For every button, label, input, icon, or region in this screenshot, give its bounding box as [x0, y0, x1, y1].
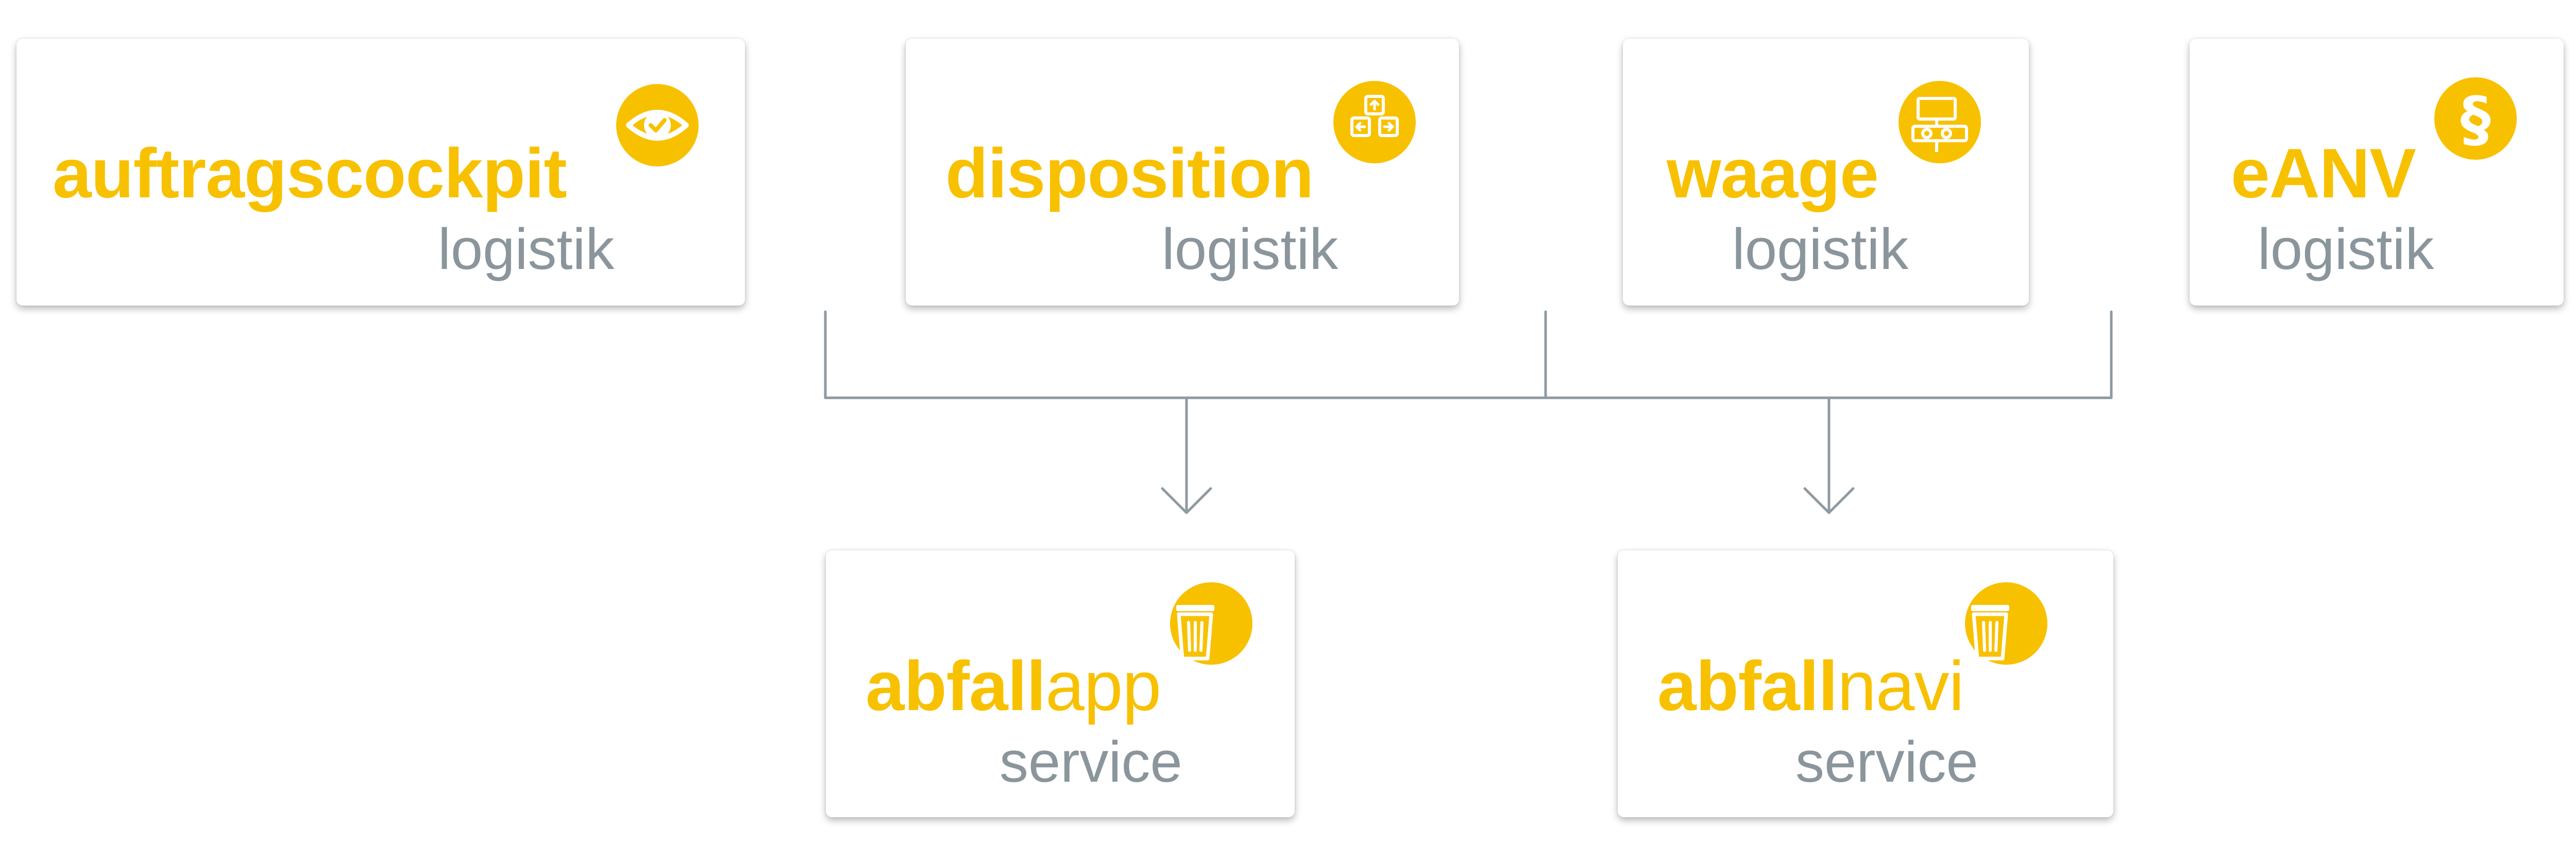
product-name: waage [1667, 134, 1879, 212]
product-name: abfallnavi [1657, 647, 1964, 725]
trash-bin-icon [1170, 582, 1252, 665]
product-category: service [1795, 730, 1978, 794]
svg-text:§: § [2461, 83, 2491, 155]
card-waage[interactable]: waage logistik [1623, 39, 2029, 306]
arrowhead-abfallnavi [1803, 487, 1855, 514]
scale-icon [1899, 81, 1981, 163]
card-abfallnavi[interactable]: abfallnavi service [1618, 550, 2113, 817]
card-disposition[interactable]: disposition logistik [906, 39, 1459, 306]
product-category: logistik [1732, 217, 1909, 281]
product-name: disposition [945, 134, 1314, 212]
product-name: eANV [2231, 134, 2416, 212]
product-category: logistik [2258, 217, 2434, 281]
card-eanv[interactable]: eANV logistik § [2190, 39, 2564, 306]
card-abfallapp[interactable]: abfallapp service [826, 550, 1295, 817]
product-category: logistik [438, 217, 615, 281]
card-auftragscockpit[interactable]: auftragscockpit logistik [16, 39, 745, 306]
product-category: logistik [1162, 217, 1338, 281]
arrow-keys-icon [1333, 81, 1416, 163]
paragraph-icon: § [2434, 77, 2517, 160]
eye-check-icon [616, 84, 699, 166]
product-category: service [999, 730, 1182, 794]
arrowhead-abfallapp [1161, 487, 1212, 514]
trash-bin-icon [1965, 582, 2047, 665]
product-name: auftragscockpit [53, 134, 567, 212]
product-name: abfallapp [866, 647, 1161, 725]
